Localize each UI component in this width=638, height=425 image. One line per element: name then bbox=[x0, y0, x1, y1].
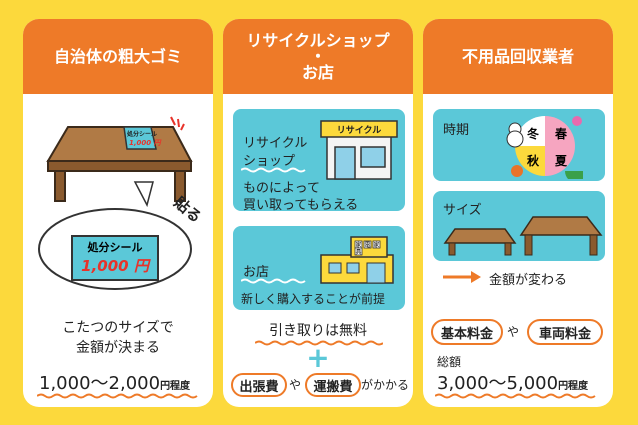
fee-suffix: がかかる bbox=[361, 378, 410, 392]
desc-line1: こたつのサイズで bbox=[62, 320, 174, 336]
card-municipal-title: 自治体の粗大ゴミ bbox=[23, 19, 213, 94]
transport-fee-badge: 運搬費 bbox=[305, 373, 361, 397]
recycle-label-line2: ショップ bbox=[243, 154, 296, 169]
price-suffix: 円程度 bbox=[160, 381, 191, 392]
disposal-sticker-price: 1,000 円 bbox=[81, 257, 149, 275]
card-recycle-shop-title: リサイクルショップ ・ お店 bbox=[223, 19, 413, 94]
desc-line2: 金額が決まる bbox=[76, 340, 160, 356]
shop-building-icon: リサイクル bbox=[320, 120, 398, 180]
total-label: 総額 bbox=[437, 355, 462, 369]
store-sign-4: 具 bbox=[355, 249, 361, 256]
store-sign-2: 電 bbox=[364, 242, 370, 249]
season-label: 時期 bbox=[443, 123, 470, 138]
price-suffix: 円程度 bbox=[558, 381, 589, 392]
card-junk-removal: 不用品回収業者 時期 冬 春 秋 夏 サイズ bbox=[423, 19, 613, 407]
pickup-underline bbox=[255, 340, 383, 346]
vehicle-fee-badge: 車両料金 bbox=[527, 319, 603, 345]
price-range: 3,000〜5,000円程度 bbox=[437, 369, 588, 395]
recycle-label-underline bbox=[241, 167, 306, 173]
pickup-free: 引き取りは無料 bbox=[269, 323, 367, 339]
title-line1: リサイクルショップ bbox=[246, 30, 390, 50]
season-autumn: 秋 bbox=[527, 153, 540, 168]
store-label-underline bbox=[241, 278, 306, 284]
season-winter: 冬 bbox=[527, 126, 539, 141]
plus-sign: + bbox=[306, 341, 330, 374]
kotatsu-table-illustration: 処分シール 1,000 円 bbox=[46, 116, 193, 208]
store-desc: 新しく購入することが前提 bbox=[241, 292, 386, 306]
season-spring: 春 bbox=[554, 126, 568, 141]
price-value: 1,000〜2,000 bbox=[39, 373, 161, 394]
season-summer: 夏 bbox=[555, 154, 568, 168]
disposal-sticker-label: 処分シール bbox=[87, 241, 143, 254]
base-fee-badge: 基本料金 bbox=[431, 319, 503, 345]
card-municipal: 自治体の粗大ゴミ 処分シール 1,000 円 貼る 処分シール 1,000 円 … bbox=[23, 19, 213, 407]
recycle-desc-line1: ものによって bbox=[243, 181, 320, 196]
card-junk-removal-title: 不用品回収業者 bbox=[423, 19, 613, 94]
season-wheel: 冬 春 秋 夏 bbox=[506, 116, 583, 179]
store-label: お店 bbox=[243, 265, 270, 280]
price-changes: 金額が変わる bbox=[489, 273, 568, 288]
card-recycle-shop: リサイクルショップ ・ お店 リサイクル ショップ リサイクル ものによって 買… bbox=[223, 19, 413, 407]
fee-and: や bbox=[507, 325, 520, 339]
store-building-icon: 家 電 家 具 bbox=[320, 236, 394, 284]
price-underline bbox=[37, 393, 198, 399]
price-range: 1,000〜2,000円程度 bbox=[39, 369, 190, 395]
title-line3: お店 bbox=[301, 62, 334, 82]
store-sign-1: 家 bbox=[355, 241, 361, 249]
arrow-icon bbox=[443, 271, 481, 283]
title-line2: ・ bbox=[309, 46, 326, 66]
size-tables-icon bbox=[443, 216, 603, 256]
store-sign-3: 家 bbox=[373, 241, 379, 249]
recycle-desc-line2: 買い取ってもらえる bbox=[243, 198, 359, 213]
travel-fee-badge: 出張費 bbox=[231, 373, 287, 397]
small-sticker-label: 処分シール bbox=[126, 130, 157, 138]
small-sticker-price: 1,000 円 bbox=[129, 139, 162, 147]
size-label: サイズ bbox=[443, 203, 482, 218]
disposal-sticker: 処分シール 1,000 円 bbox=[71, 235, 159, 281]
price-underline bbox=[435, 393, 596, 399]
fee-and: や bbox=[289, 378, 302, 392]
recycle-label-line1: リサイクル bbox=[243, 136, 308, 151]
price-value: 3,000〜5,000 bbox=[437, 373, 559, 394]
shop-sign: リサイクル bbox=[337, 125, 382, 136]
